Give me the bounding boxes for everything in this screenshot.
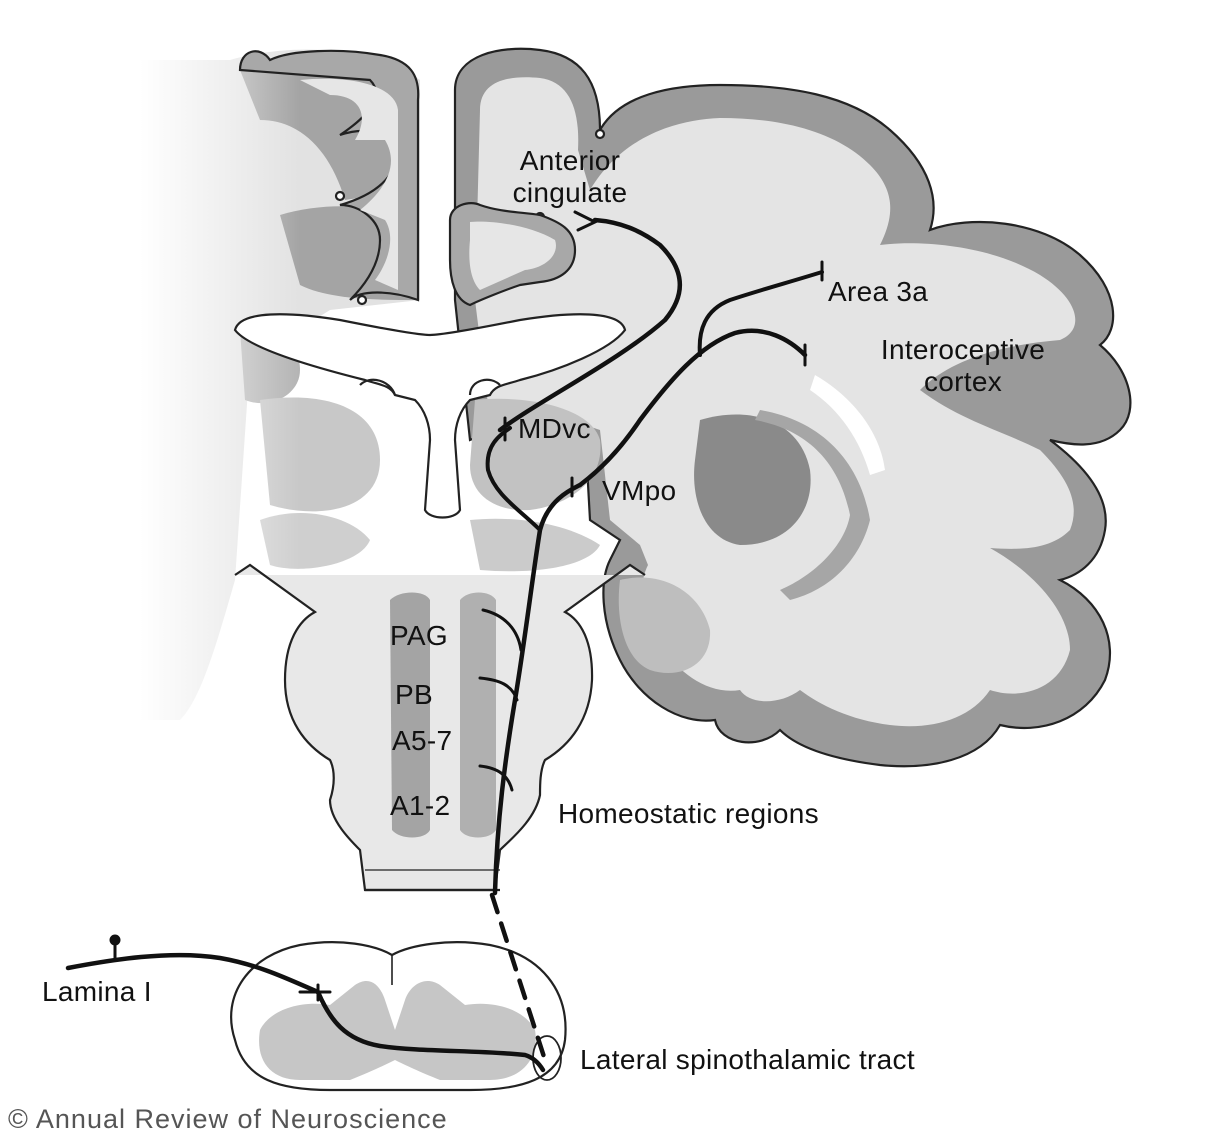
label-interoceptive-cortex: Interoceptivecortex	[833, 334, 1093, 398]
label-anterior-cingulate: Anteriorcingulate	[505, 145, 635, 209]
brainstem-nuclei-column-right	[460, 593, 496, 838]
label-pb: PB	[395, 679, 433, 711]
label-a1-2: A1-2	[390, 790, 450, 822]
label-mdvc: MDvc	[518, 413, 591, 445]
label-area-3a: Area 3a	[828, 276, 928, 308]
label-lateral-spinothalamic-tract: Lateral spinothalamic tract	[580, 1044, 915, 1076]
label-pag: PAG	[390, 620, 448, 652]
label-anterior-cingulate-line1: Anteriorcingulate	[505, 145, 635, 209]
label-interoceptive-line: Interoceptivecortex	[833, 334, 1093, 398]
label-lamina-i: Lamina I	[42, 976, 152, 1008]
label-vmpo: VMpo	[602, 475, 676, 507]
label-a5-7: A5-7	[392, 725, 452, 757]
label-homeostatic-regions: Homeostatic regions	[558, 798, 819, 830]
copyright-credit: © Annual Review of Neuroscience	[8, 1104, 448, 1135]
